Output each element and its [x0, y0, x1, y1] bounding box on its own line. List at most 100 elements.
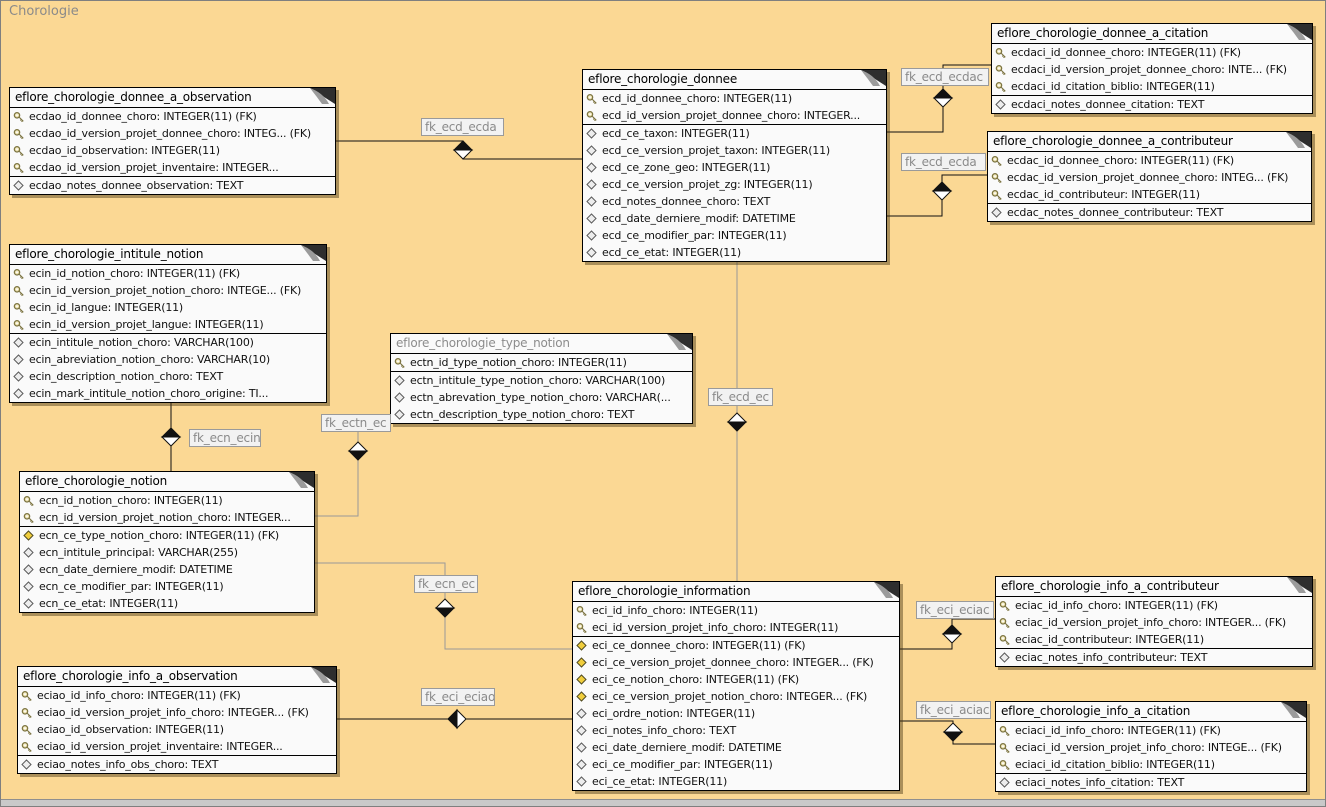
table-column[interactable]: ecn_id_notion_choro: INTEGER(11): [20, 492, 314, 509]
table-column[interactable]: eci_ce_version_projet_notion_choro: INTE…: [573, 688, 899, 705]
relationship-label[interactable]: fk_ecn_ec: [414, 575, 478, 593]
table-column[interactable]: ecdaci_id_citation_biblio: INTEGER(11): [992, 78, 1312, 95]
table-column[interactable]: ecdac_id_version_projet_donnee_choro: IN…: [988, 169, 1311, 186]
table-title-bar[interactable]: eflore_chorologie_donnee_a_observation: [10, 88, 335, 108]
table-column[interactable]: ecdaci_id_version_projet_donnee_choro: I…: [992, 61, 1312, 78]
table-column[interactable]: ecn_intitule_principal: VARCHAR(255): [20, 544, 314, 561]
table-column[interactable]: ecdao_id_version_projet_donnee_choro: IN…: [10, 125, 335, 142]
table-column[interactable]: eci_ce_notion_choro: INTEGER(11) (FK): [573, 671, 899, 688]
table-column[interactable]: ectn_abrevation_type_notion_choro: VARCH…: [391, 389, 692, 406]
table-column[interactable]: ecn_ce_type_notion_choro: INTEGER(11) (F…: [20, 526, 314, 544]
relationship-label[interactable]: fk_ectn_ec: [321, 414, 391, 432]
table-column[interactable]: ecn_ce_modifier_par: INTEGER(11): [20, 578, 314, 595]
table-column[interactable]: eci_ce_modifier_par: INTEGER(11): [573, 756, 899, 773]
table-column[interactable]: ecdac_notes_donnee_contributeur: TEXT: [988, 203, 1311, 221]
table-column[interactable]: ecin_abreviation_notion_choro: VARCHAR(1…: [10, 351, 326, 368]
table-column[interactable]: ecd_notes_donnee_choro: TEXT: [583, 193, 886, 210]
table-title-bar[interactable]: eflore_chorologie_info_a_observation: [18, 667, 336, 687]
table-column[interactable]: eciac_notes_info_contributeur: TEXT: [996, 648, 1312, 666]
table-title-bar[interactable]: eflore_chorologie_notion: [20, 472, 314, 492]
table-column[interactable]: ecin_intitule_notion_choro: VARCHAR(100): [10, 333, 326, 351]
table-column[interactable]: eciao_id_info_choro: INTEGER(11) (FK): [18, 687, 336, 704]
table-column[interactable]: ecin_mark_intitule_notion_choro_origine:…: [10, 385, 326, 402]
table-column[interactable]: ecin_id_version_projet_langue: INTEGER(1…: [10, 316, 326, 333]
table-column[interactable]: eciac_id_contributeur: INTEGER(11): [996, 631, 1312, 648]
relationship-label[interactable]: fk_ecd_ecdac: [901, 68, 989, 86]
table-column[interactable]: ectn_id_type_notion_choro: INTEGER(11): [391, 354, 692, 371]
table-column[interactable]: eciao_id_observation: INTEGER(11): [18, 721, 336, 738]
table-column[interactable]: ecd_ce_version_projet_zg: INTEGER(11): [583, 176, 886, 193]
table-column[interactable]: eci_id_version_projet_info_choro: INTEGE…: [573, 619, 899, 636]
table-column[interactable]: ecd_ce_version_projet_taxon: INTEGER(11): [583, 142, 886, 159]
table-column[interactable]: ecin_description_notion_choro: TEXT: [10, 368, 326, 385]
relationship-label[interactable]: fk_ecd_ecda: [421, 118, 504, 136]
table-column[interactable]: eci_ce_etat: INTEGER(11): [573, 773, 899, 790]
table-column[interactable]: ecd_ce_modifier_par: INTEGER(11): [583, 227, 886, 244]
table-column[interactable]: eci_ce_donnee_choro: INTEGER(11) (FK): [573, 636, 899, 654]
table-column[interactable]: ecd_id_version_projet_donnee_choro: INTE…: [583, 107, 886, 124]
table-title-bar[interactable]: eflore_chorologie_donnee_a_contributeur: [988, 132, 1311, 152]
relationship-label[interactable]: fk_eci_aciac: [916, 701, 991, 719]
table-column[interactable]: eciao_id_version_projet_inventaire: INTE…: [18, 738, 336, 755]
table-column[interactable]: eci_date_derniere_modif: DATETIME: [573, 739, 899, 756]
table-column[interactable]: eciac_id_info_choro: INTEGER(11) (FK): [996, 597, 1312, 614]
table-column[interactable]: eciao_id_version_projet_info_choro: INTE…: [18, 704, 336, 721]
table-column[interactable]: ecd_date_derniere_modif: DATETIME: [583, 210, 886, 227]
table-column[interactable]: ecn_date_derniere_modif: DATETIME: [20, 561, 314, 578]
table-column[interactable]: ecd_id_donnee_choro: INTEGER(11): [583, 90, 886, 107]
table-title-bar[interactable]: eflore_chorologie_intitule_notion: [10, 245, 326, 265]
table-column[interactable]: eciao_notes_info_obs_choro: TEXT: [18, 755, 336, 773]
relationship-label[interactable]: fk_ecd_ecda: [901, 153, 986, 171]
table-column[interactable]: ecdao_id_observation: INTEGER(11): [10, 142, 335, 159]
table-column[interactable]: eciaci_id_version_projet_info_choro: INT…: [996, 739, 1306, 756]
table-column[interactable]: eciaci_id_citation_biblio: INTEGER(11): [996, 756, 1306, 773]
table-title-bar[interactable]: eflore_chorologie_donnee: [583, 70, 886, 90]
relationship-label[interactable]: fk_eci_eciac: [916, 601, 994, 619]
table-column[interactable]: ectn_intitule_type_notion_choro: VARCHAR…: [391, 371, 692, 389]
table-column[interactable]: ecdao_id_donnee_choro: INTEGER(11) (FK): [10, 108, 335, 125]
table-column[interactable]: ecdac_id_contributeur: INTEGER(11): [988, 186, 1311, 203]
table-title-bar[interactable]: eflore_chorologie_information: [573, 582, 899, 602]
relationship-label[interactable]: fk_ecd_ec: [708, 388, 773, 406]
table-column[interactable]: ecdao_id_version_projet_inventaire: INTE…: [10, 159, 335, 176]
table-column[interactable]: eci_id_info_choro: INTEGER(11): [573, 602, 899, 619]
table-column[interactable]: ecin_id_version_projet_notion_choro: INT…: [10, 282, 326, 299]
table-column[interactable]: ecn_ce_etat: INTEGER(11): [20, 595, 314, 612]
table-column[interactable]: eci_ordre_notion: INTEGER(11): [573, 705, 899, 722]
table-column[interactable]: ecdac_id_donnee_choro: INTEGER(11) (FK): [988, 152, 1311, 169]
table-title-bar[interactable]: eflore_chorologie_donnee_a_citation: [992, 24, 1312, 44]
horizontal-scrollbar[interactable]: [1, 799, 1325, 806]
table-title-bar[interactable]: eflore_chorologie_info_a_contributeur: [996, 577, 1312, 597]
table-title-bar[interactable]: eflore_chorologie_type_notion: [391, 334, 692, 354]
table-column[interactable]: ecin_id_langue: INTEGER(11): [10, 299, 326, 316]
table-column[interactable]: ecin_id_notion_choro: INTEGER(11) (FK): [10, 265, 326, 282]
table-column[interactable]: eciaci_id_info_choro: INTEGER(11) (FK): [996, 722, 1306, 739]
relationship-label[interactable]: fk_eci_eciao: [421, 688, 495, 706]
table-column[interactable]: ecd_ce_etat: INTEGER(11): [583, 244, 886, 261]
table-column[interactable]: ecdao_notes_donnee_observation: TEXT: [10, 176, 335, 194]
table-column[interactable]: ecd_ce_taxon: INTEGER(11): [583, 124, 886, 142]
table-column[interactable]: ectn_description_type_notion_choro: TEXT: [391, 406, 692, 423]
relationship-line[interactable]: [315, 422, 359, 517]
table-column[interactable]: eci_notes_info_choro: TEXT: [573, 722, 899, 739]
relationship-label[interactable]: fk_ecn_ecin: [189, 429, 261, 447]
table-column[interactable]: eci_ce_version_projet_donnee_choro: INTE…: [573, 654, 899, 671]
table-column[interactable]: ecdaci_id_donnee_choro: INTEGER(11) (FK): [992, 44, 1312, 61]
table-column[interactable]: eciac_id_version_projet_info_choro: INTE…: [996, 614, 1312, 631]
table-title-bar[interactable]: eflore_chorologie_info_a_citation: [996, 702, 1306, 722]
table-column[interactable]: eciaci_notes_info_citation: TEXT: [996, 773, 1306, 791]
table-column[interactable]: ecn_id_version_projet_notion_choro: INTE…: [20, 509, 314, 526]
table-column[interactable]: ecd_ce_zone_geo: INTEGER(11): [583, 159, 886, 176]
table-column[interactable]: ecdaci_notes_donnee_citation: TEXT: [992, 95, 1312, 113]
